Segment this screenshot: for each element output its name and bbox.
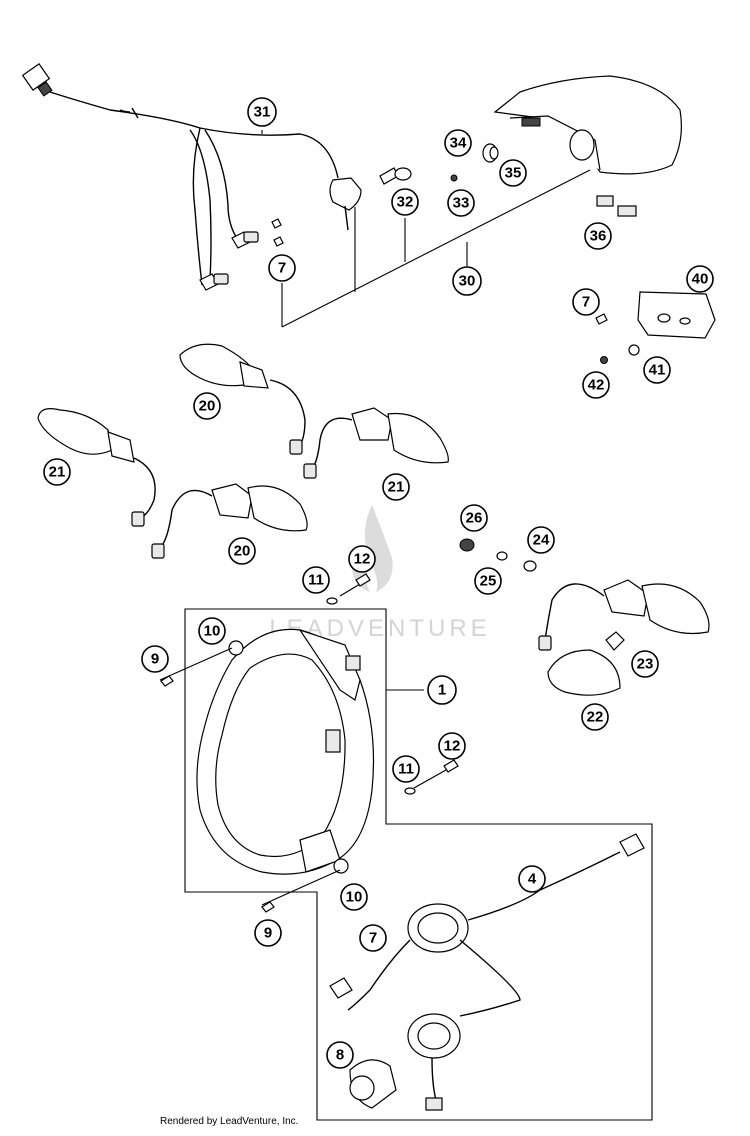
- fasteners: [160, 573, 459, 913]
- callout-30: 30: [452, 266, 482, 296]
- callout-33: 33: [447, 189, 475, 217]
- headlight-frame: [184, 608, 653, 1121]
- callout-9: 9: [141, 645, 169, 673]
- callout-8: 8: [326, 1041, 354, 1069]
- taillight-small-parts: [271, 143, 637, 247]
- callout-21: 21: [382, 473, 410, 501]
- footer-credit: Rendered by LeadVenture, Inc.: [160, 1116, 299, 1127]
- callout-21: 21: [43, 458, 71, 486]
- svg-text:21: 21: [49, 464, 66, 481]
- svg-text:33: 33: [453, 195, 470, 212]
- turn-signal-front-left: [37, 408, 156, 527]
- callout-9: 9: [254, 919, 282, 947]
- svg-text:34: 34: [450, 135, 467, 152]
- callout-10: 10: [198, 617, 226, 645]
- svg-text:20: 20: [199, 398, 216, 415]
- callout-1: 1: [427, 675, 457, 705]
- svg-text:21: 21: [388, 479, 405, 496]
- svg-text:9: 9: [264, 925, 272, 942]
- callout-20: 20: [228, 537, 256, 565]
- svg-text:40: 40: [692, 271, 709, 288]
- callout-20: 20: [193, 392, 221, 420]
- callout-26: 26: [460, 504, 488, 532]
- wiring-harness: [21, 63, 362, 291]
- svg-text:32: 32: [397, 194, 414, 211]
- svg-text:1: 1: [438, 682, 446, 699]
- callout-34: 34: [444, 129, 472, 157]
- svg-text:4: 4: [528, 871, 537, 888]
- svg-text:26: 26: [466, 510, 483, 527]
- svg-text:10: 10: [346, 889, 363, 906]
- turn-signal-rear-right: [303, 407, 449, 479]
- callout-12: 12: [348, 545, 376, 573]
- callout-7: 7: [359, 924, 387, 952]
- callout-41: 41: [643, 356, 671, 384]
- svg-text:10: 10: [204, 623, 221, 640]
- svg-text:11: 11: [398, 761, 414, 778]
- callout-42: 42: [582, 371, 610, 399]
- headlight-assembly: [196, 628, 375, 875]
- turn-signal-rear-left: [179, 343, 306, 455]
- svg-text:12: 12: [444, 738, 461, 755]
- leader-lines: [159, 130, 591, 906]
- svg-text:12: 12: [354, 551, 371, 568]
- svg-text:42: 42: [588, 377, 605, 394]
- callout-10: 10: [340, 883, 368, 911]
- callout-40: 40: [686, 265, 714, 293]
- callout-11: 11: [392, 755, 420, 783]
- callout-12: 12: [438, 732, 466, 760]
- svg-text:7: 7: [369, 930, 377, 947]
- turn-signal-right-frame: [459, 538, 710, 696]
- svg-text:7: 7: [278, 260, 286, 277]
- callout-23: 23: [631, 650, 659, 678]
- callout-31: 31: [247, 97, 277, 127]
- callout-32: 32: [391, 188, 419, 216]
- callout-24: 24: [527, 526, 555, 554]
- svg-text:11: 11: [308, 572, 324, 589]
- callout-7: 7: [268, 254, 296, 282]
- svg-text:24: 24: [533, 532, 550, 549]
- svg-text:23: 23: [637, 656, 654, 673]
- svg-text:22: 22: [587, 709, 604, 726]
- callout-4: 4: [518, 865, 546, 893]
- svg-text:20: 20: [234, 543, 251, 560]
- callouts: 31 34 35 33 32 7 30 36 40 7 41 42 20 21 …: [43, 97, 714, 1069]
- callout-36: 36: [584, 222, 612, 250]
- callout-7: 7: [572, 288, 600, 316]
- license-plate-light: [595, 291, 716, 364]
- svg-text:41: 41: [649, 362, 666, 379]
- svg-text:35: 35: [505, 165, 522, 182]
- svg-text:31: 31: [254, 104, 271, 121]
- svg-text:9: 9: [151, 651, 159, 668]
- callout-25: 25: [474, 567, 502, 595]
- headlight-socket-harness: [329, 833, 645, 1111]
- svg-text:25: 25: [480, 573, 497, 590]
- svg-text:7: 7: [582, 294, 590, 311]
- callout-11: 11: [302, 566, 330, 594]
- tail-light: [493, 75, 682, 175]
- callout-22: 22: [581, 703, 609, 731]
- callout-35: 35: [499, 159, 527, 187]
- svg-text:36: 36: [590, 228, 607, 245]
- svg-text:8: 8: [336, 1047, 344, 1064]
- turn-signal-front-right-lower: [151, 483, 308, 559]
- svg-text:30: 30: [459, 273, 476, 290]
